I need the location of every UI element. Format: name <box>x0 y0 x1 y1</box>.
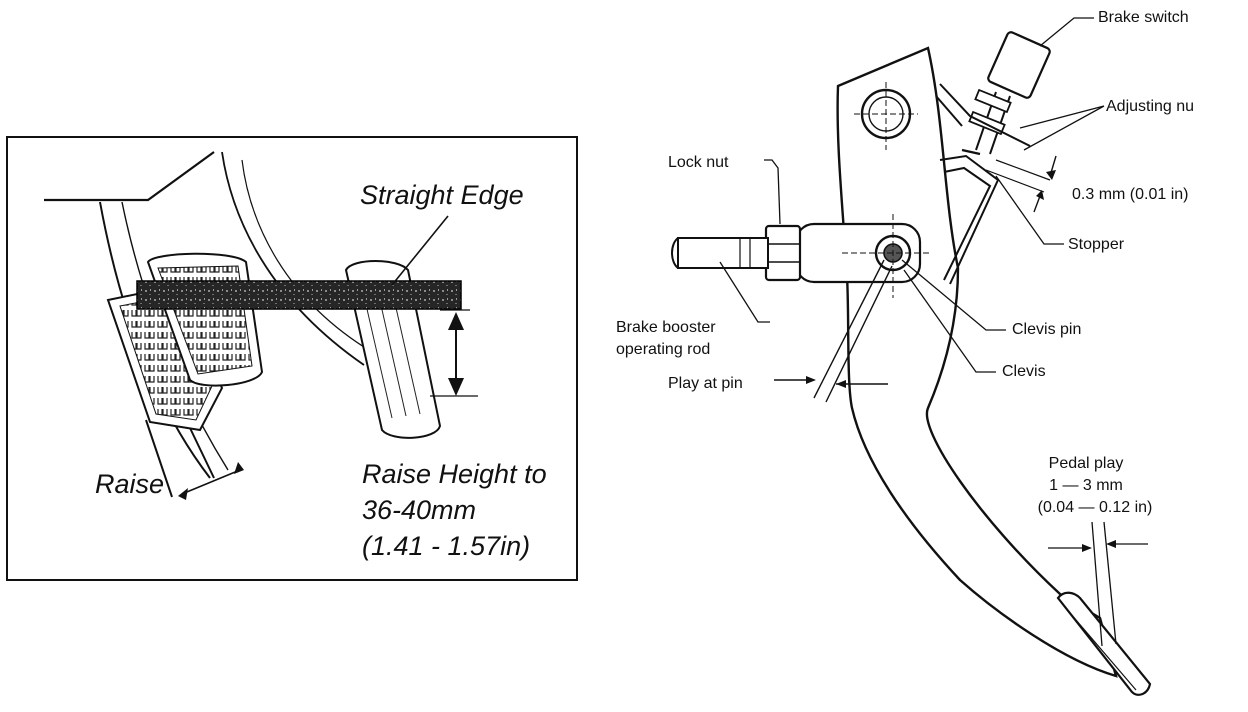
panel-border <box>6 136 578 581</box>
play-line-2 <box>825 265 893 403</box>
clevis-leader <box>903 269 996 373</box>
pedal-play-arrowheads <box>1082 540 1116 552</box>
straight-edge-label: Straight Edge <box>360 180 524 210</box>
adjusting-nut-leader <box>1019 105 1105 151</box>
raise-height-line3: (1.41 - 1.57in) <box>362 531 531 561</box>
clevis-centerline <box>842 214 930 298</box>
clearance-label: 0.3 mm (0.01 in) <box>1072 186 1189 203</box>
clevis-label: Clevis <box>1002 363 1046 380</box>
brake-switch-leader <box>1039 17 1094 47</box>
brake-pedal-adjustment-figure <box>671 17 1152 696</box>
stopper-label: Stopper <box>1068 236 1125 253</box>
booster-rod-label-line2: operating rod <box>616 341 711 358</box>
brake-switch-body <box>987 31 1051 99</box>
raise-height-line2: 36-40mm <box>362 495 477 525</box>
play-line-1 <box>813 259 885 399</box>
accelerator-ribs <box>363 289 421 419</box>
lock-nut-flats <box>766 243 800 263</box>
stopper-bracket <box>939 154 1000 285</box>
play-at-pin-label: Play at pin <box>668 375 743 392</box>
floor-outline <box>44 151 215 202</box>
arch-curve <box>241 159 373 353</box>
pedal-play-label-line2: 1 — 3 mm <box>1049 477 1123 494</box>
raise-height-line1: Raise Height to <box>362 459 547 489</box>
raise-dimension-line <box>181 469 241 495</box>
arch-curve <box>221 151 365 366</box>
bracket <box>935 83 1031 147</box>
adjusting-nut-label: Adjusting nu <box>1106 98 1195 115</box>
clearance-arrow <box>1033 155 1057 213</box>
pedal-play-arrows <box>1048 543 1148 549</box>
lock-nut-leader <box>764 159 781 225</box>
pedal-arm <box>145 419 215 498</box>
pedal-height-figure <box>6 136 578 581</box>
play-arrowheads <box>806 376 846 388</box>
clearance-line-1 <box>995 159 1051 181</box>
pedal-pad <box>1056 591 1152 696</box>
raise-arrow-tail <box>178 488 188 500</box>
height-arrow-bottom <box>448 378 464 396</box>
stopper-tip <box>961 148 981 156</box>
brake-switch-label: Brake switch <box>1098 9 1189 26</box>
booster-rod-leader <box>719 261 770 323</box>
raise-label: Raise <box>95 469 165 499</box>
straight-edge-leader <box>391 215 449 286</box>
pivot-centerline <box>854 82 918 150</box>
pedal-arm <box>836 46 1118 678</box>
pedal-play-label-line3: (0.04 — 0.12 in) <box>1037 499 1153 516</box>
lock-nut <box>764 224 802 282</box>
pedal-play-line-2 <box>1103 521 1117 645</box>
clearance-arrowheads <box>1036 170 1056 200</box>
booster-rod-label-line1: Brake booster <box>616 319 716 336</box>
height-arrow-top <box>448 312 464 330</box>
clevis-pin-label: Clevis pin <box>1012 321 1082 338</box>
lock-nut-label: Lock nut <box>668 154 729 171</box>
pedal-pad-face <box>1063 605 1137 691</box>
pedal-play-line-1 <box>1091 521 1103 647</box>
pedal-play-label-line1: Pedal play <box>1048 455 1124 472</box>
clevis-pin-leader <box>901 259 1006 331</box>
stopper-leader <box>995 175 1064 245</box>
raise-arrow-head <box>234 462 244 474</box>
adjusting-nut-1 <box>974 88 1012 114</box>
booster-rod-thread <box>739 238 751 268</box>
booster-rod <box>677 237 769 269</box>
clearance-line-2 <box>985 169 1045 193</box>
straight-edge-bar <box>136 280 462 310</box>
booster-rod-end <box>671 237 679 269</box>
